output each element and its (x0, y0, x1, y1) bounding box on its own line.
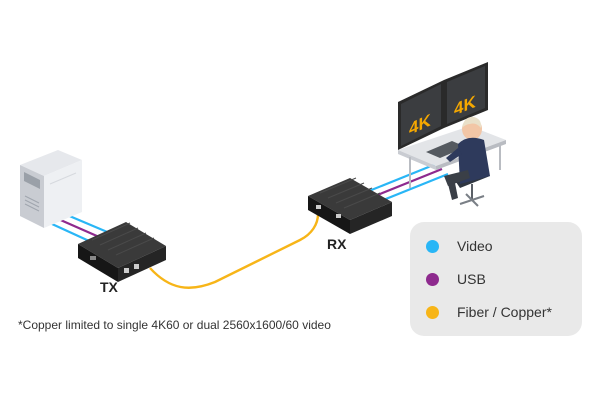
tx-label: TX (100, 279, 118, 295)
usb-cable-rx-ws (369, 167, 443, 200)
user-at-dual-monitor-workstation-icon: 4K 4K (398, 62, 506, 207)
monitor-right: 4K (444, 62, 488, 128)
legend-swatch-video (426, 239, 439, 253)
legend-item-video: Video (426, 236, 493, 256)
legend-swatch-fiber-copper (426, 305, 439, 319)
rx-to-workstation-cables (363, 162, 449, 205)
video-cable-rx-ws-1 (363, 162, 437, 195)
transmitter-box-icon (78, 222, 166, 282)
legend-item-usb: USB (426, 269, 486, 289)
video-cable-rx-ws-2 (375, 172, 449, 205)
fiber-copper-cable (149, 213, 320, 289)
rx-label: RX (327, 236, 347, 252)
copper-limitation-footnote: *Copper limited to single 4K60 or dual 2… (18, 318, 331, 332)
computer-tower-icon (20, 150, 82, 228)
monitor-left: 4K (398, 80, 444, 150)
receiver-box-icon (308, 177, 392, 234)
legend-label-video: Video (457, 238, 493, 254)
legend-label-fiber-copper: Fiber / Copper* (457, 304, 552, 320)
monitor-right-4k-text: 4K (454, 91, 476, 119)
legend-swatch-usb (426, 272, 439, 286)
legend-label-usb: USB (457, 271, 486, 287)
cable-legend: Video USB Fiber / Copper* (410, 222, 582, 336)
legend-item-fiber-copper: Fiber / Copper* (426, 302, 552, 322)
